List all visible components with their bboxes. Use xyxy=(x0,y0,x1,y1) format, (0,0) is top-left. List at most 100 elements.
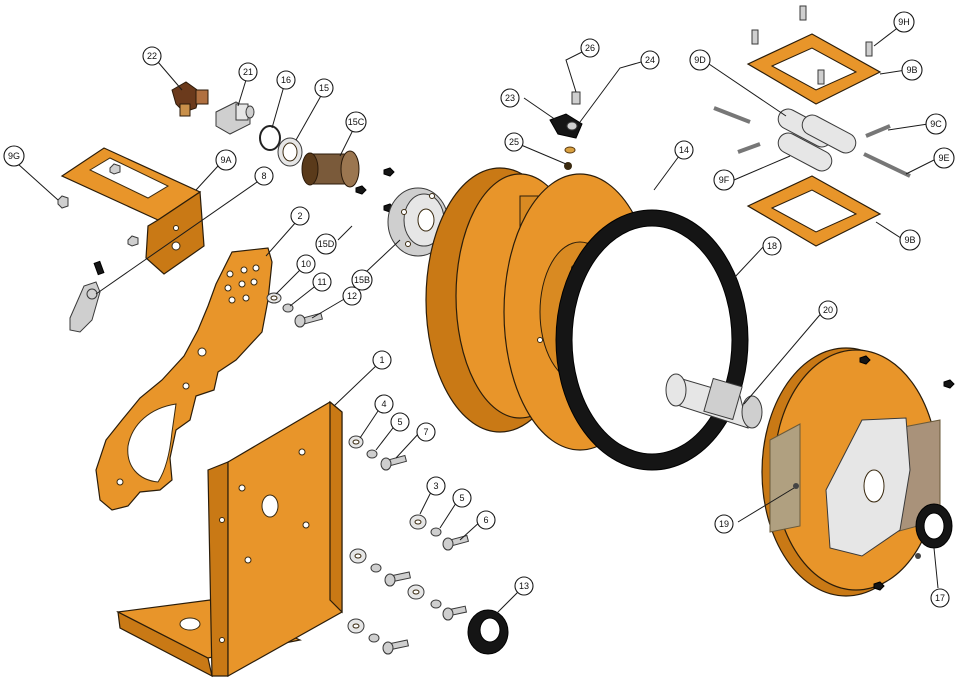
svg-text:20: 20 xyxy=(823,305,833,315)
callout-14: 14 xyxy=(674,140,694,160)
svg-text:19: 19 xyxy=(719,519,729,529)
callout-15b: 15B xyxy=(351,269,373,291)
nut-part xyxy=(355,185,367,195)
callout-8: 8 xyxy=(254,166,274,186)
shaft-part xyxy=(665,373,763,429)
lock-washer-part xyxy=(366,449,378,459)
nut-part xyxy=(109,163,121,175)
svg-text:5: 5 xyxy=(397,417,402,427)
callout-20: 20 xyxy=(818,300,838,320)
callout-5b: 5 xyxy=(452,488,472,508)
svg-text:8: 8 xyxy=(261,171,266,181)
svg-text:3: 3 xyxy=(433,481,438,491)
washer-part xyxy=(564,146,576,154)
svg-text:21: 21 xyxy=(243,67,253,77)
side-plate-part xyxy=(95,247,273,511)
lock-washer-part xyxy=(430,527,442,537)
callout-15d: 15D xyxy=(315,233,337,255)
lock-nut-part xyxy=(467,609,509,655)
callout-16: 16 xyxy=(276,70,296,90)
bushing-part xyxy=(301,150,360,188)
svg-text:9D: 9D xyxy=(694,55,706,65)
svg-text:23: 23 xyxy=(505,93,515,103)
callout-6: 6 xyxy=(476,510,496,530)
callout-24: 24 xyxy=(640,50,660,70)
callout-21: 21 xyxy=(238,62,258,82)
svg-text:6: 6 xyxy=(483,515,488,525)
callout-18: 18 xyxy=(762,236,782,256)
mount-gasket-bottom-part xyxy=(746,175,882,247)
pin-part xyxy=(863,152,911,178)
callout-9c: 9C xyxy=(925,113,947,135)
svg-text:7: 7 xyxy=(423,427,428,437)
callout-11: 11 xyxy=(312,272,332,292)
bolt-part xyxy=(294,312,324,328)
callout-26: 26 xyxy=(580,38,600,58)
callout-2: 2 xyxy=(290,206,310,226)
base-bracket-part xyxy=(116,400,343,678)
svg-text:25: 25 xyxy=(509,137,519,147)
svg-text:17: 17 xyxy=(935,593,945,603)
gasket-ring-part xyxy=(555,209,749,471)
callout-12: 12 xyxy=(342,286,362,306)
svg-text:2: 2 xyxy=(297,211,302,221)
bolt-part xyxy=(380,454,408,471)
svg-text:14: 14 xyxy=(679,145,689,155)
rollers-part xyxy=(777,108,857,172)
svg-text:12: 12 xyxy=(347,291,357,301)
svg-text:9G: 9G xyxy=(8,151,20,161)
svg-text:15B: 15B xyxy=(354,275,370,285)
hardware-set xyxy=(347,548,468,655)
svg-text:9H: 9H xyxy=(898,17,910,27)
callout-25: 25 xyxy=(504,132,524,152)
callout-13: 13 xyxy=(514,576,534,596)
pin-part xyxy=(865,124,891,138)
callout-1: 1 xyxy=(372,350,392,370)
callout-9b-bottom: 9B xyxy=(899,229,921,251)
callout-15c: 15C xyxy=(345,111,367,133)
swivel-elbow-part xyxy=(171,81,209,117)
callout-9d: 9D xyxy=(689,49,711,71)
nut-part xyxy=(57,195,69,209)
swivel-bracket-part xyxy=(549,91,583,139)
svg-text:9B: 9B xyxy=(904,235,915,245)
nut-part xyxy=(127,235,139,247)
nut-part xyxy=(383,167,395,177)
nut-part xyxy=(859,355,871,365)
screws-part xyxy=(751,5,873,85)
svg-text:4: 4 xyxy=(381,399,386,409)
motor-mount-bracket-part xyxy=(60,147,205,275)
callout-9b-top: 9B xyxy=(901,59,923,81)
callout-3: 3 xyxy=(426,476,446,496)
svg-text:11: 11 xyxy=(317,277,326,287)
fitting-part xyxy=(215,101,255,135)
spring-housing-part xyxy=(761,347,941,597)
callout-15: 15 xyxy=(314,78,334,98)
lever-handle-part xyxy=(69,260,105,333)
callout-17: 17 xyxy=(930,588,950,608)
callout-4: 4 xyxy=(374,394,394,414)
svg-text:22: 22 xyxy=(147,51,157,61)
bolt-part xyxy=(442,534,470,551)
svg-text:13: 13 xyxy=(519,581,529,591)
snap-ring-part xyxy=(259,125,281,151)
callout-7: 7 xyxy=(416,422,436,442)
svg-text:15: 15 xyxy=(319,83,329,93)
callout-23: 23 xyxy=(500,88,520,108)
svg-text:18: 18 xyxy=(767,241,777,251)
callout-9f: 9F xyxy=(713,169,735,191)
svg-text:9C: 9C xyxy=(930,119,942,129)
callout-10: 10 xyxy=(296,254,316,274)
callout-9a: 9A xyxy=(215,149,237,171)
svg-text:9E: 9E xyxy=(938,153,949,163)
nut-part xyxy=(943,379,955,389)
svg-text:9B: 9B xyxy=(906,65,917,75)
callout-22: 22 xyxy=(142,46,162,66)
callout-19: 19 xyxy=(714,514,734,534)
callout-9h: 9H xyxy=(893,11,915,33)
svg-text:16: 16 xyxy=(281,75,291,85)
svg-text:15D: 15D xyxy=(318,239,335,249)
svg-text:1: 1 xyxy=(379,355,384,365)
nut-part xyxy=(873,581,885,591)
